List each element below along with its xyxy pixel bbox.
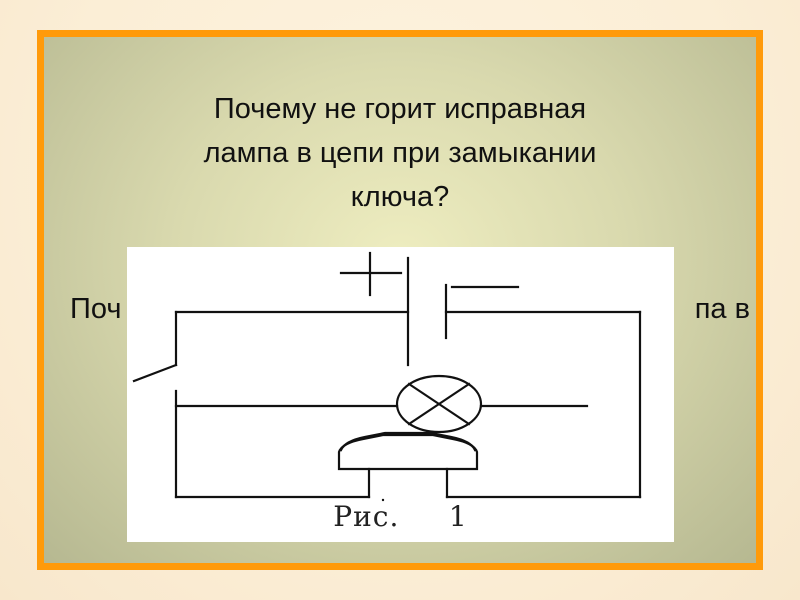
- lamp-icon: [395, 374, 483, 434]
- title-line-3: ключа?: [350, 181, 450, 213]
- bell-button-icon: [337, 431, 479, 471]
- slide-title: Почему не горит исправная лампа в цепи п…: [44, 87, 756, 219]
- title-line-2: лампа в цепи при замыкании: [203, 137, 597, 169]
- circuit-diagram: [132, 251, 642, 502]
- stray-dot: [381, 498, 385, 502]
- slide-frame: Почему не горит исправная лампа в цепи п…: [37, 30, 763, 570]
- obscured-text-line: Поч па в: [70, 287, 750, 331]
- figure-caption: Рис. 1: [333, 500, 468, 533]
- switch-blade: [132, 363, 178, 383]
- obscured-text-right: па в: [694, 293, 750, 325]
- circuit-figure: Рис. 1: [127, 247, 674, 542]
- title-line-1: Почему не горит исправная: [213, 93, 587, 125]
- obscured-text-left: Поч: [70, 293, 122, 325]
- plus-icon: [339, 251, 403, 297]
